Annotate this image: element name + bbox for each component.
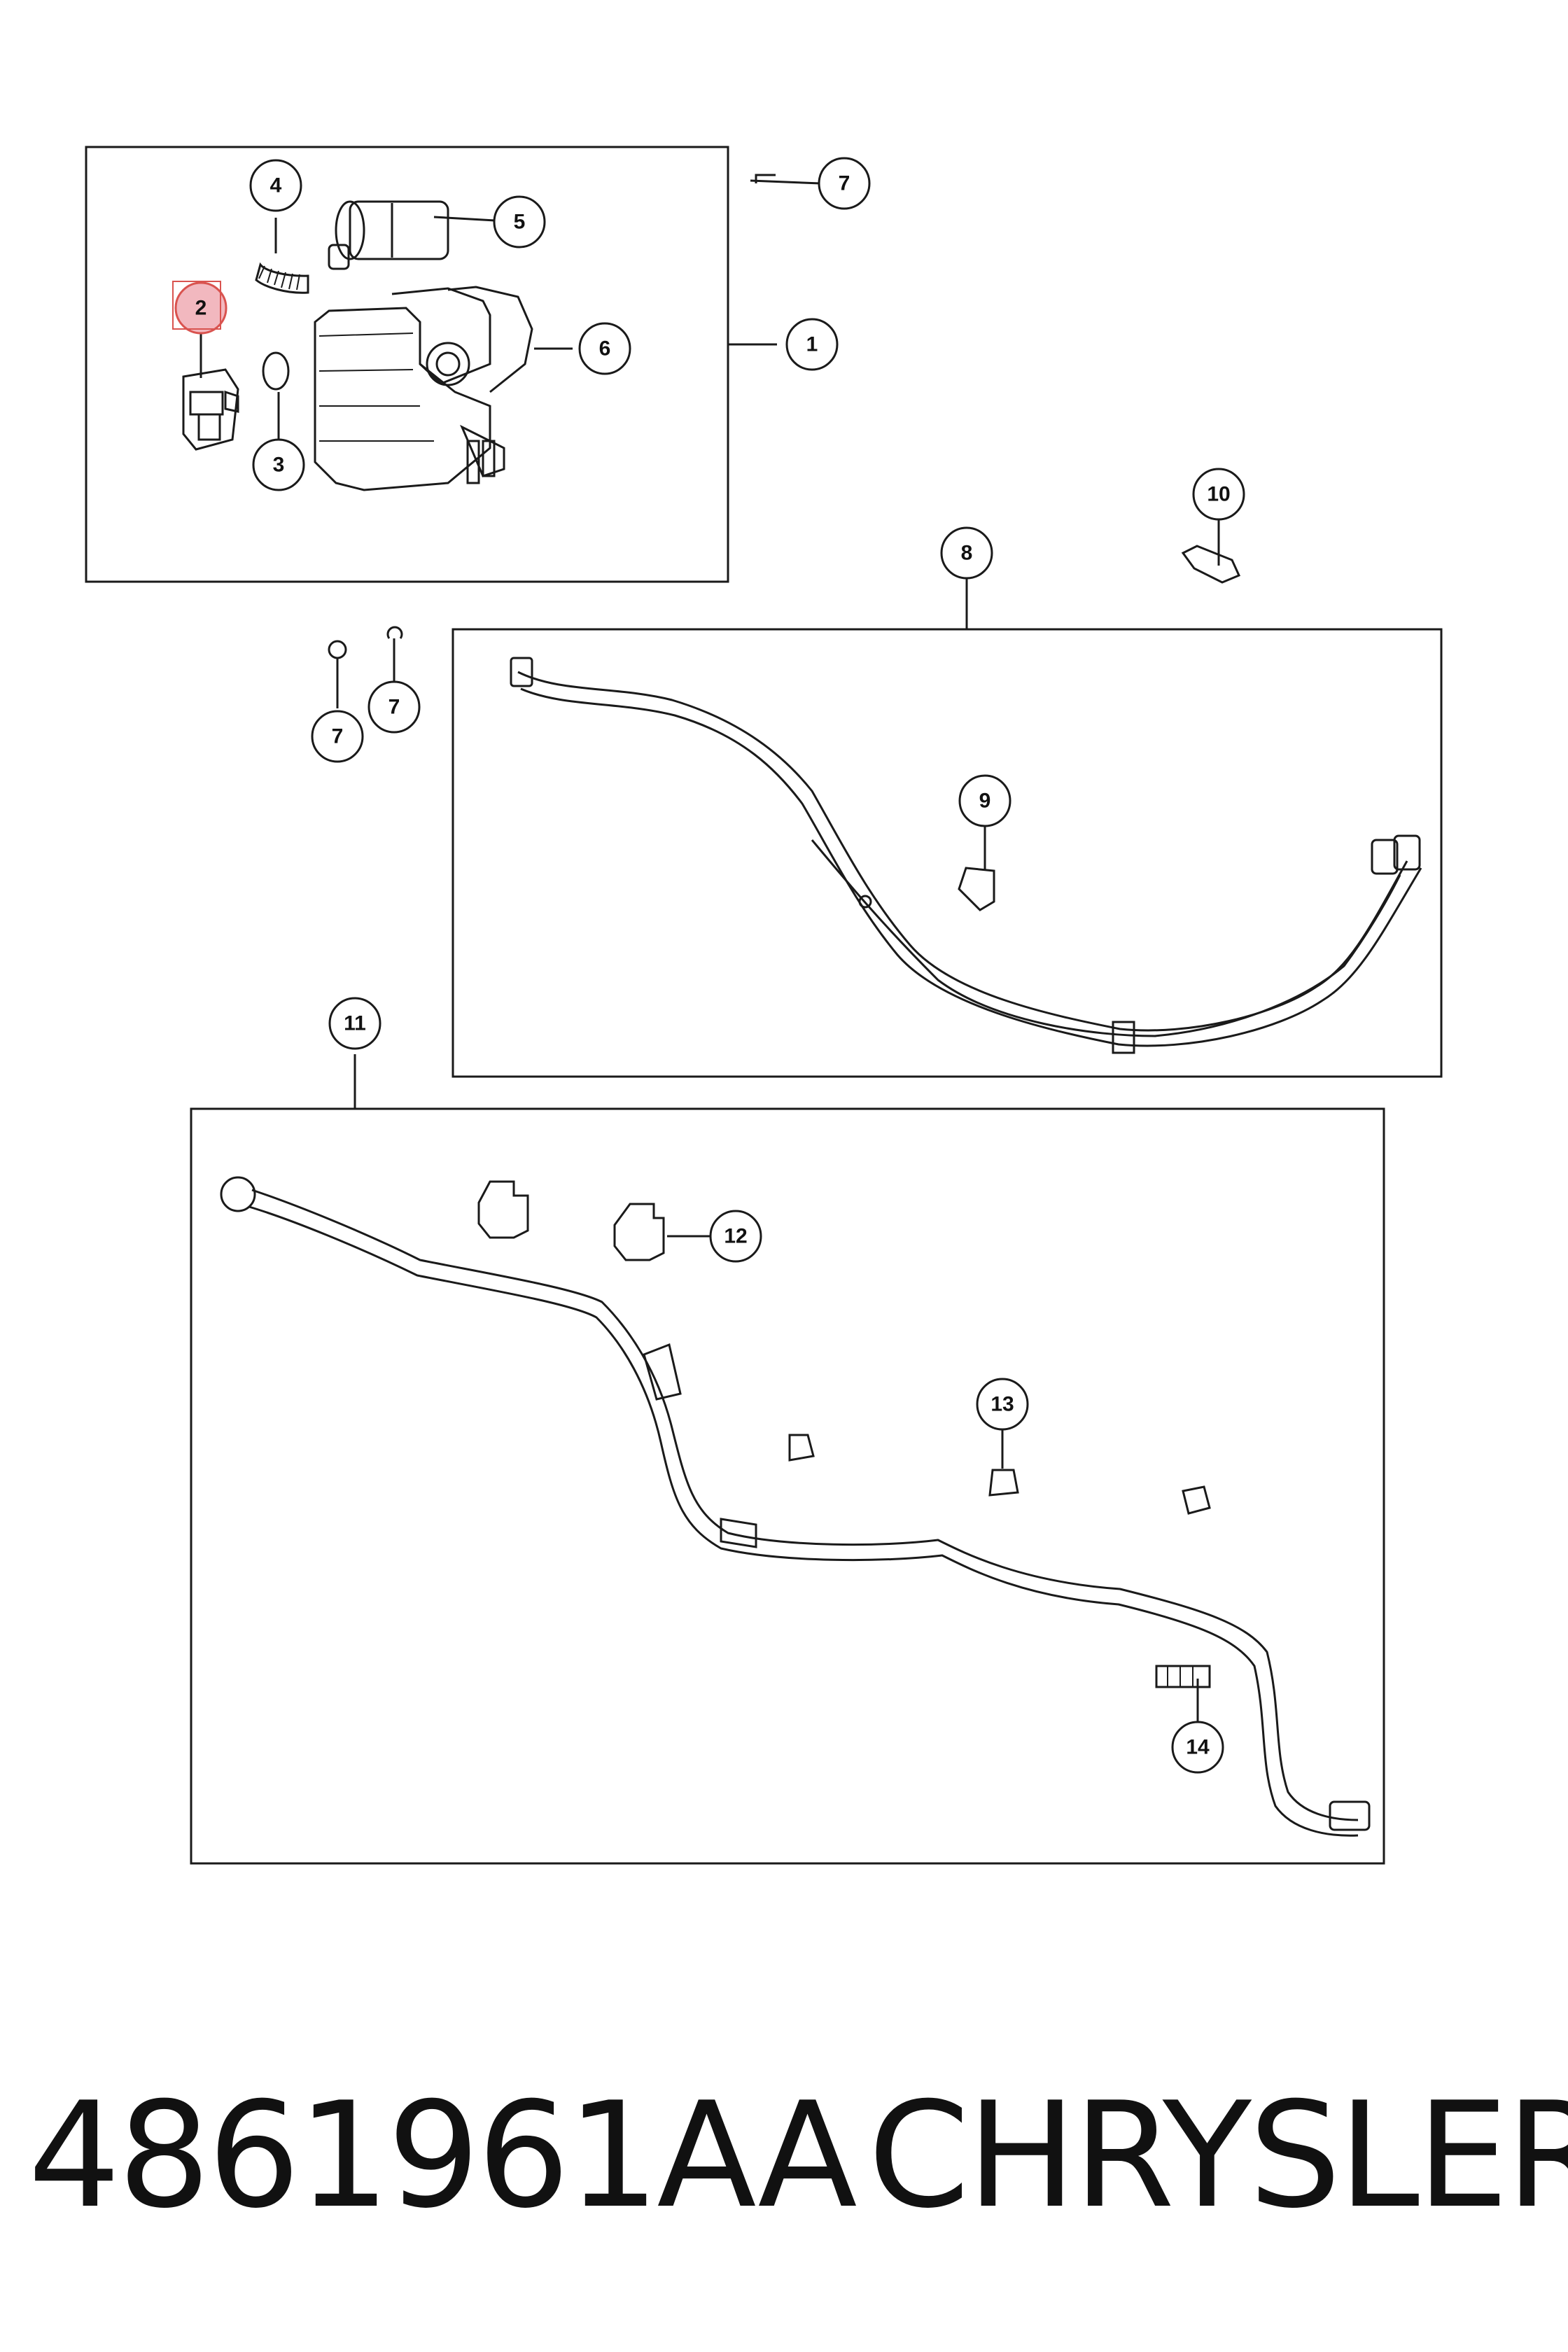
callout-circle-7[interactable]	[311, 710, 364, 763]
callout-label: 12	[724, 1225, 747, 1248]
clip-part	[386, 626, 403, 639]
callout-circle-1[interactable]	[785, 318, 839, 371]
bracket-part	[1155, 1665, 1211, 1688]
vent-hose-part	[255, 262, 309, 294]
callout-label: 1	[806, 333, 818, 356]
callout-label: 6	[599, 337, 611, 360]
callout-label: 13	[990, 1393, 1014, 1416]
vent-line-part	[220, 1176, 1371, 1837]
callout-label: 10	[1207, 483, 1230, 506]
callout-circle-8[interactable]	[940, 526, 993, 580]
callout-circle-6[interactable]	[578, 322, 631, 375]
callout-label: 8	[961, 542, 973, 565]
callout-label: 5	[514, 211, 526, 234]
callout-label: 7	[839, 172, 850, 195]
clip-part	[328, 640, 347, 659]
callout-circle-9[interactable]	[958, 774, 1011, 827]
filter-part	[328, 200, 449, 270]
callout-circle-14[interactable]	[1171, 1721, 1224, 1774]
clip-part	[1182, 1485, 1211, 1515]
callout-circle-11[interactable]	[328, 997, 382, 1050]
callout-label: 4	[270, 174, 282, 197]
callout-circle-13[interactable]	[976, 1378, 1029, 1431]
callout-circle-10[interactable]	[1192, 468, 1245, 521]
callout-label: 3	[273, 454, 285, 477]
purge-valve-part	[182, 368, 239, 451]
callout-circle-12[interactable]	[709, 1210, 762, 1263]
retainer-clip-part	[613, 1203, 665, 1261]
canister-assembly-frame	[85, 146, 729, 583]
callout-circle-7[interactable]	[368, 680, 421, 734]
o-ring-part	[262, 351, 290, 391]
callout-label: 7	[332, 725, 344, 748]
vent-line-frame	[190, 1107, 1385, 1865]
clip-part	[755, 174, 776, 183]
callout-circle-3[interactable]	[252, 438, 305, 491]
canister-part	[314, 286, 533, 491]
callout-circle-7[interactable]	[818, 157, 871, 210]
brand-name: CHRYSLER	[868, 2071, 1568, 2241]
bracket-part	[1167, 1666, 1194, 1687]
callout-circle-4[interactable]	[249, 159, 302, 212]
callout-label: 7	[388, 696, 400, 719]
callout-label: 14	[1186, 1736, 1210, 1759]
callout-circle-2[interactable]	[174, 281, 227, 335]
retainer-clip-part	[988, 1469, 1019, 1497]
clip-part	[477, 1180, 529, 1239]
vapor-harness-part	[510, 657, 1422, 1054]
vapor-harness-frame	[451, 628, 1443, 1078]
callout-label: 2	[195, 297, 207, 320]
callout-label: 9	[979, 790, 991, 813]
callout-label: 11	[344, 1012, 366, 1035]
bracket-part	[1181, 545, 1241, 584]
part-number: 4861961AA	[28, 2071, 858, 2241]
callout-circle-5[interactable]	[493, 195, 546, 248]
highlight-box	[172, 281, 221, 330]
clip-part	[788, 1434, 815, 1462]
